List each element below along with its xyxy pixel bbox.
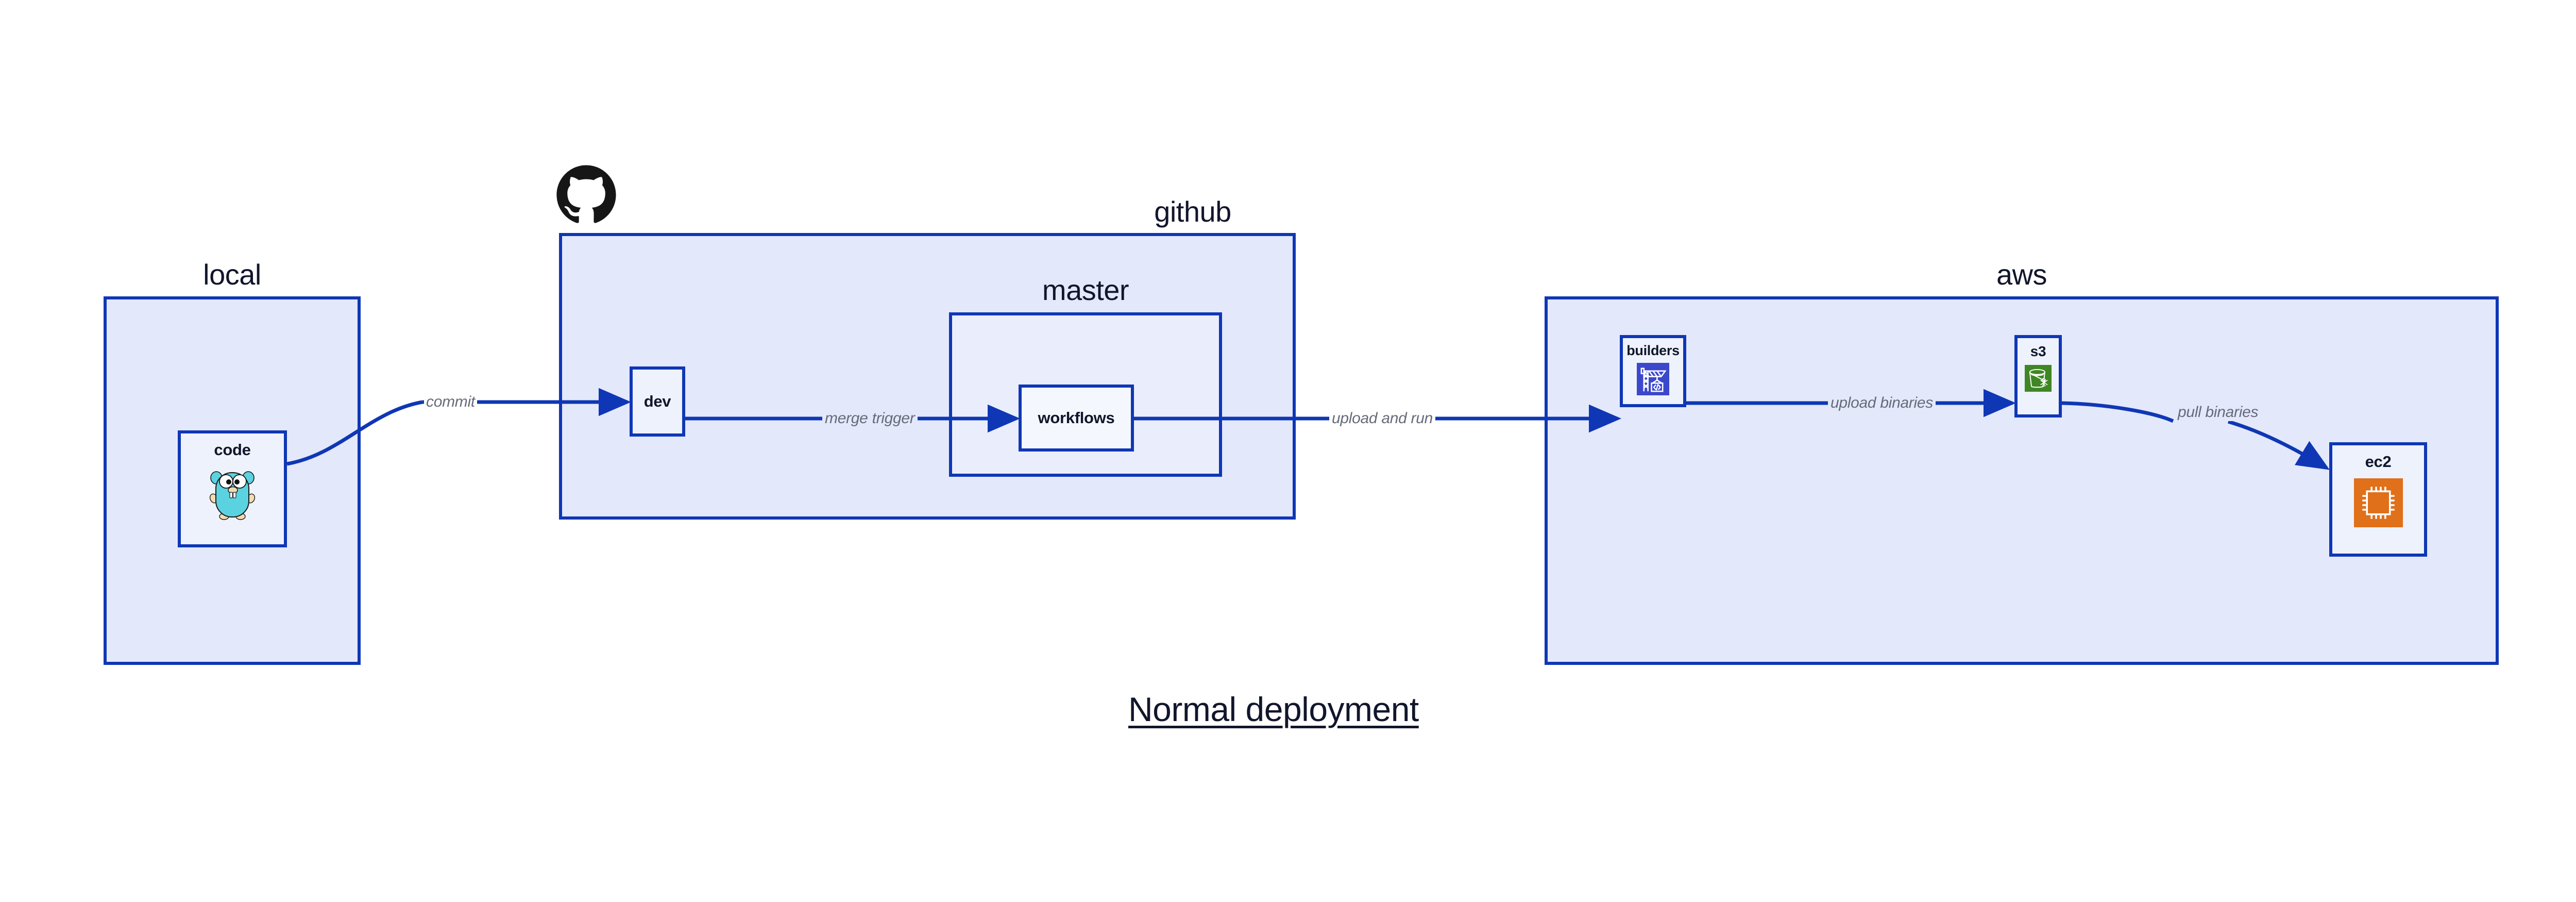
node-workflows[interactable]: workflows [1019, 385, 1134, 452]
edge-label-commit: commit [424, 393, 477, 411]
node-label-workflows: workflows [1038, 409, 1115, 427]
node-label-ec2: ec2 [2365, 453, 2392, 471]
group-label-aws: aws [1996, 258, 2047, 291]
aws-s3-glacier-icon [2025, 365, 2052, 392]
group-label-local: local [203, 258, 261, 291]
node-label-builders: builders [1626, 343, 1680, 358]
aws-codebuild-icon [1637, 363, 1669, 395]
node-ec2[interactable]: ec2 [2329, 442, 2427, 557]
node-label-code: code [214, 441, 251, 459]
github-mark-icon [554, 164, 618, 228]
diagram-title: Normal deployment [1128, 690, 1419, 728]
node-label-s3: s3 [2030, 343, 2046, 359]
node-builders[interactable]: builders [1620, 335, 1686, 407]
go-gopher-icon [208, 465, 257, 521]
edge-label-upload-and-run: upload and run [1329, 410, 1435, 427]
group-label-github: github [1154, 195, 1231, 228]
aws-ec2-icon [2353, 478, 2403, 527]
edge-label-pull-binaries: pull binaries [2175, 404, 2261, 421]
group-label-master: master [1042, 274, 1129, 306]
node-code[interactable]: code [178, 430, 287, 547]
edge-label-merge-trigger: merge trigger [822, 410, 918, 427]
node-dev[interactable]: dev [630, 366, 685, 437]
node-label-dev: dev [643, 392, 671, 410]
node-s3[interactable]: s3 [2014, 335, 2062, 417]
edge-label-upload-binaries: upload binaries [1828, 394, 1936, 412]
